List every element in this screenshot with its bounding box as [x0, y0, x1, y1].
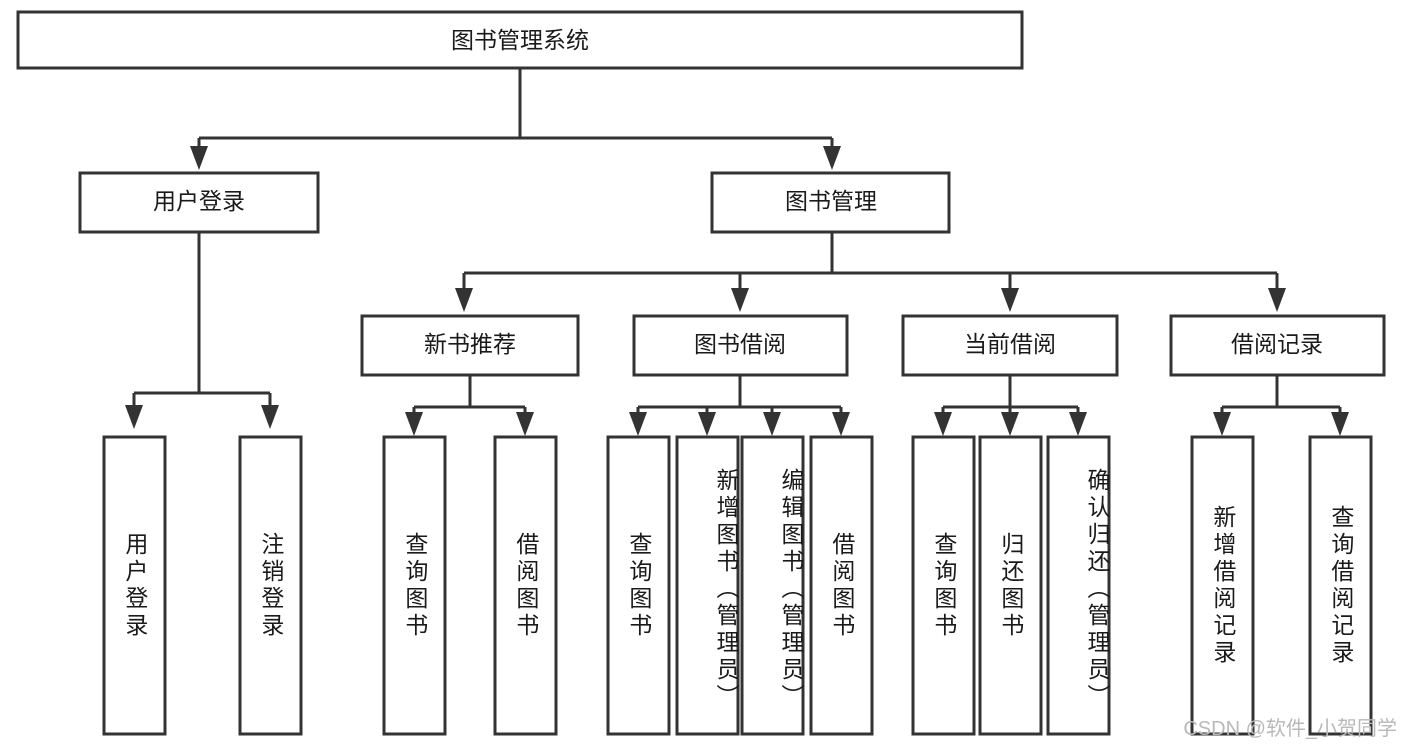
node-root[interactable]: 图书管理系统	[16, 10, 1024, 70]
leaf-box-book-borrow-3[interactable]	[740, 435, 805, 736]
node-book-borrow-label: 图书借阅	[694, 331, 786, 357]
connector-group-user-login	[125, 232, 279, 429]
leaf-box-book-borrow-2[interactable]	[675, 435, 740, 736]
node-new-book-recommend-label: 新书推荐	[424, 331, 516, 357]
arrow-icon-cb-leaf-2	[1001, 412, 1019, 436]
node-borrow-record-label: 借阅记录	[1231, 331, 1323, 357]
node-root-box[interactable]	[16, 10, 1024, 70]
node-book-manage-label: 图书管理	[785, 188, 877, 214]
node-current-borrow-box[interactable]	[901, 314, 1119, 377]
connector-group-current-borrow	[934, 375, 1087, 436]
arrow-icon-to-user-login	[190, 146, 208, 170]
arrow-icon-bb-leaf-4	[832, 412, 850, 436]
leaf-box-user-login-1[interactable]	[102, 435, 167, 736]
node-user-login[interactable]: 用户登录	[78, 171, 320, 234]
leaf-box-borrow-record-1[interactable]	[1190, 435, 1255, 736]
node-book-borrow-box[interactable]	[632, 314, 849, 377]
csdn-watermark: CSDN @软件_小贺同学	[1183, 718, 1397, 740]
arrow-icon-ul-leaf-1	[125, 405, 143, 429]
arrow-icon-bb-leaf-2	[698, 412, 716, 436]
leaf-box-current-borrow-2[interactable]	[978, 435, 1043, 736]
node-user-login-box[interactable]	[78, 171, 320, 234]
connector-group-book-borrow	[629, 375, 850, 436]
leaf-box-current-borrow-1[interactable]	[911, 435, 976, 736]
node-current-borrow-label: 当前借阅	[964, 331, 1056, 357]
arrow-icon-cb-leaf-3	[1069, 412, 1087, 436]
arrow-icon-to-new-book	[455, 288, 473, 312]
arrow-icon-bb-leaf-1	[629, 412, 647, 436]
node-book-manage-box[interactable]	[710, 171, 951, 234]
node-user-login-label: 用户登录	[153, 188, 245, 214]
leaf-box-new-book-2[interactable]	[493, 435, 558, 736]
node-root-label: 图书管理系统	[451, 27, 589, 53]
arrow-icon-br-leaf-2	[1331, 412, 1349, 436]
arrow-icon-to-borrow-record	[1268, 288, 1286, 312]
arrow-icon-nb-leaf-2	[516, 412, 534, 436]
leaf-box-user-login-2[interactable]	[238, 435, 303, 736]
arrow-icon-ul-leaf-2	[261, 405, 279, 429]
node-book-borrow[interactable]: 图书借阅	[632, 314, 849, 377]
connector-group-book-manage	[455, 232, 1286, 312]
node-new-book-recommend[interactable]: 新书推荐	[360, 314, 580, 377]
node-book-manage[interactable]: 图书管理	[710, 171, 951, 234]
leaf-box-book-borrow-1[interactable]	[606, 435, 671, 736]
node-borrow-record[interactable]: 借阅记录	[1169, 314, 1386, 377]
connector-group-new-book	[405, 375, 534, 436]
arrow-icon-to-current-borrow	[1001, 288, 1019, 312]
connector-group-borrow-record	[1213, 375, 1349, 436]
arrow-icon-bb-leaf-3	[763, 412, 781, 436]
leaf-box-book-borrow-4[interactable]	[809, 435, 874, 736]
arrow-icon-br-leaf-1	[1213, 412, 1231, 436]
arrow-icon-to-book-borrow	[731, 288, 749, 312]
leaf-box-current-borrow-3[interactable]	[1046, 435, 1111, 736]
node-new-book-recommend-box[interactable]	[360, 314, 580, 377]
leaf-box-new-book-1[interactable]	[382, 435, 447, 736]
leaf-box-borrow-record-2[interactable]	[1308, 435, 1373, 736]
node-current-borrow[interactable]: 当前借阅	[901, 314, 1119, 377]
connector-group-root	[190, 68, 841, 170]
node-borrow-record-box[interactable]	[1169, 314, 1386, 377]
arrow-icon-cb-leaf-1	[934, 412, 952, 436]
arrow-icon-to-book-manage	[823, 146, 841, 170]
arrow-icon-nb-leaf-1	[405, 412, 423, 436]
